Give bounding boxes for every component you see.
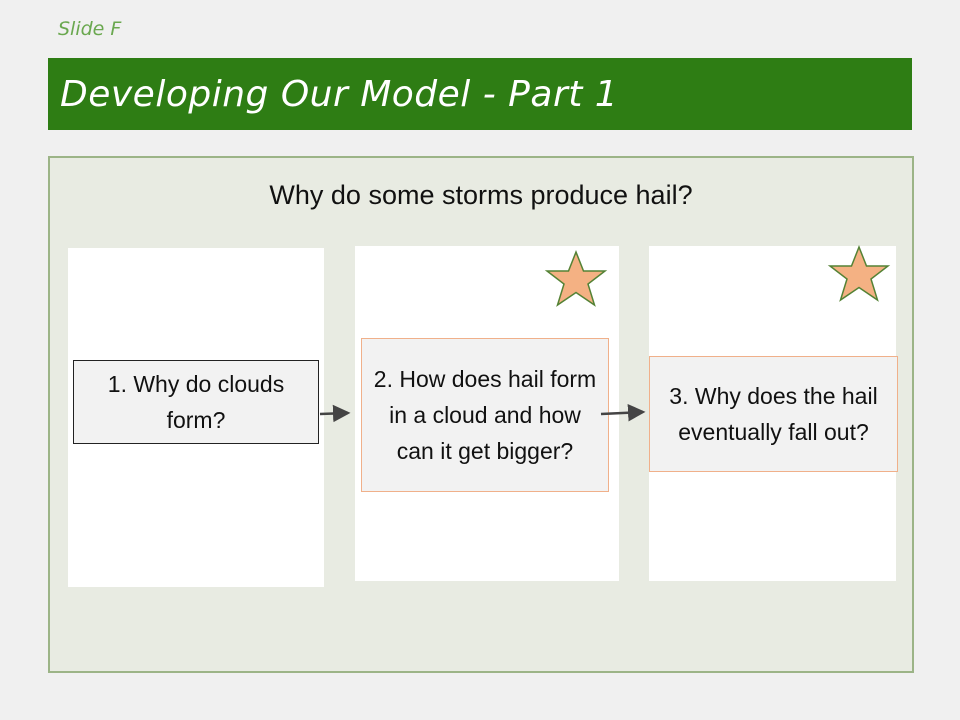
step-question-2: 2. How does hail form in a cloud and how…	[361, 338, 609, 492]
slide-label: Slide F	[58, 18, 122, 40]
driving-question: Why do some storms produce hail?	[269, 180, 693, 210]
slide-title: Developing Our Model - Part 1	[60, 73, 619, 115]
title-bar: Developing Our Model - Part 1	[48, 58, 912, 130]
step-question-1: 1. Why do clouds form?	[73, 360, 319, 444]
step-question-1-text: 1. Why do clouds form?	[107, 371, 285, 433]
step-question-3: 3. Why does the hail eventually fall out…	[649, 356, 898, 472]
star-icon	[544, 249, 608, 307]
step-question-2-text: 2. How does hail form in a cloud and how…	[373, 366, 597, 464]
content-panel: Why do some storms produce hail? 1. Why …	[48, 156, 914, 673]
arrow-1-to-2	[319, 404, 351, 423]
arrow-2-to-3	[600, 403, 646, 422]
step-question-3-text: 3. Why does the hail eventually fall out…	[669, 383, 878, 445]
star-icon	[827, 244, 891, 302]
